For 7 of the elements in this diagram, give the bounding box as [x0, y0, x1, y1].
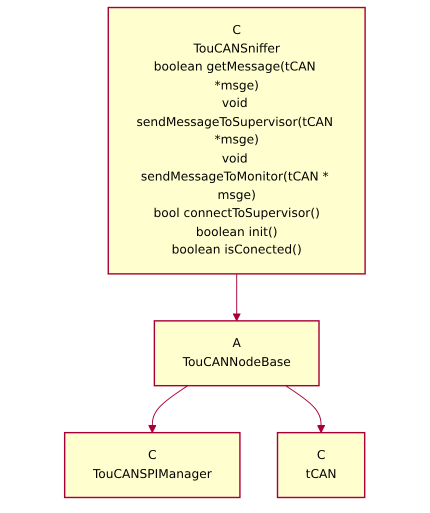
node-box: C TouCANSniffer boolean getMessage(tCAN *msge) void sendMessageToSupervisor(tCAN *msge) void sendMessageToMonitor(tCAN * msge) bool connectToSupervisor() boolean init() boolean isConected() [108, 6, 366, 275]
arrow [232, 273, 241, 322]
arrow [285, 385, 326, 434]
node-box: C TouCANSPIManager [64, 432, 241, 498]
arrow [148, 385, 188, 434]
node-box: C tCAN [276, 432, 366, 498]
node-box: A TouCANNodeBase [154, 320, 320, 386]
